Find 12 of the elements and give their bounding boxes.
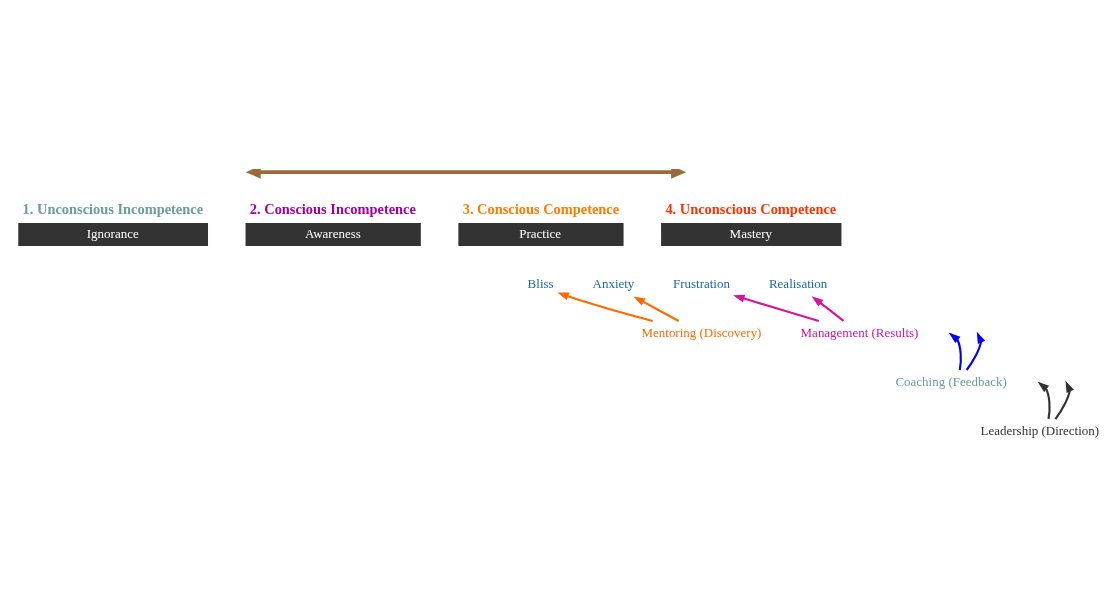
node-text: Realisation bbox=[768, 275, 828, 291]
node-text: Management (Results) bbox=[800, 324, 919, 340]
node-text: Leadership (Direction) bbox=[980, 422, 1100, 438]
node-text: Frustration bbox=[673, 275, 730, 291]
node-text: Anxiety bbox=[592, 275, 635, 291]
node-text: Coaching (Feedback) bbox=[895, 373, 1007, 389]
node-text: Bliss bbox=[527, 275, 554, 291]
node-label: 2. Conscious Incompetence bbox=[249, 200, 416, 217]
node-label: 1. Unconscious Incompetence bbox=[22, 200, 204, 217]
node-text: Mentoring (Discovery) bbox=[641, 324, 762, 340]
node-label: 3. Conscious Competence bbox=[462, 200, 620, 217]
node-label: 4. Unconscious Competence bbox=[665, 200, 837, 217]
